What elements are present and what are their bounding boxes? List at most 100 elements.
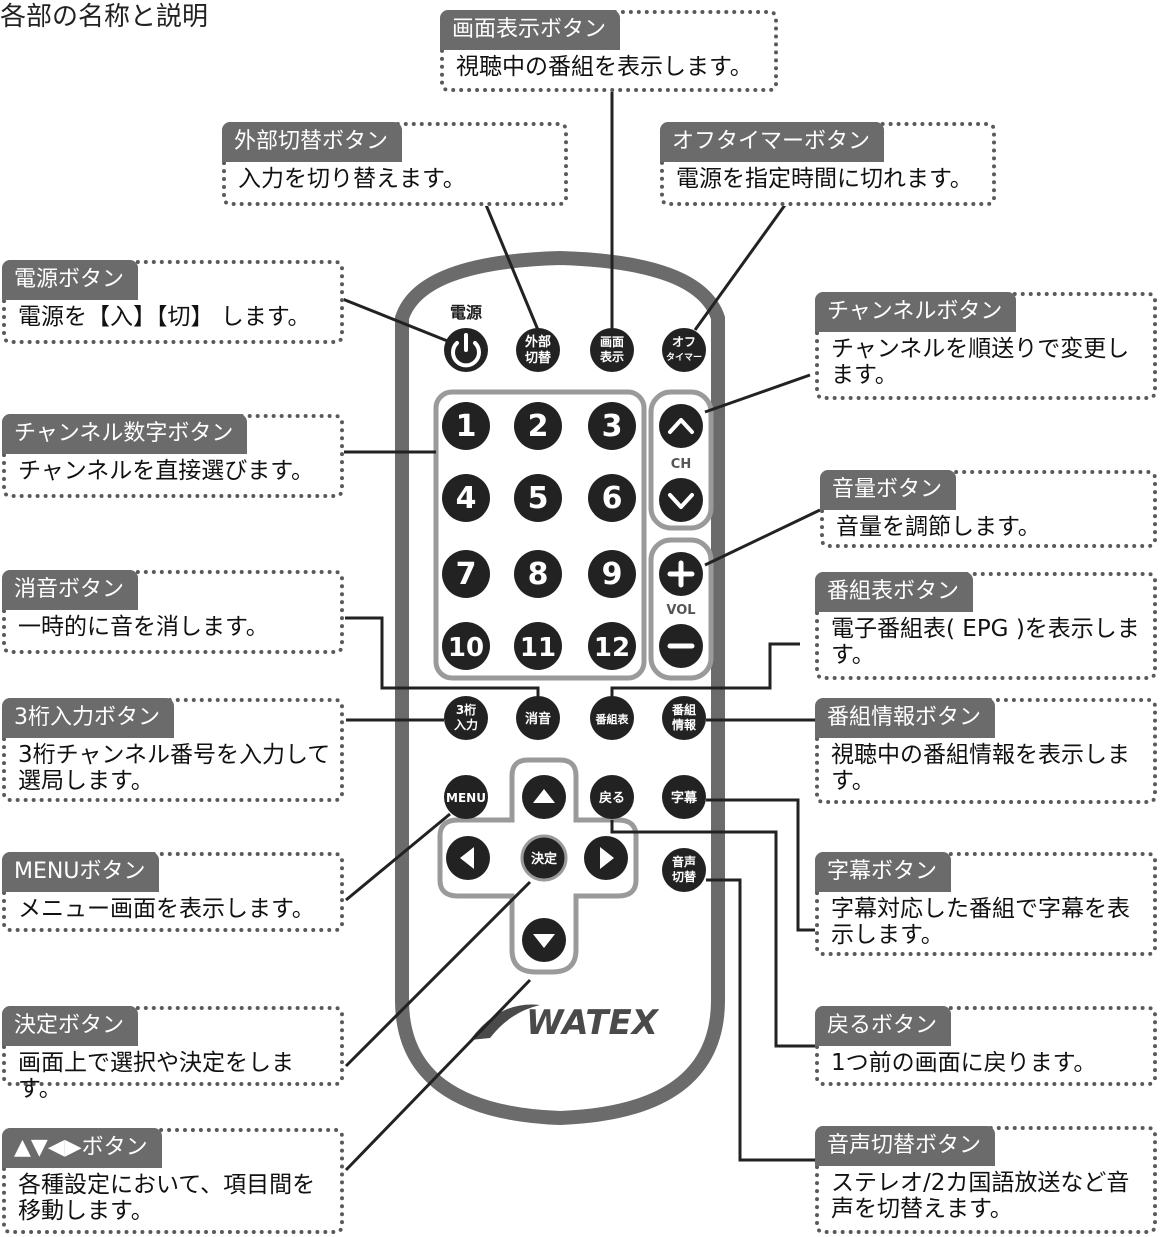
svg-text:2: 2 [528, 409, 549, 444]
callout-epg: 番組表ボタン 電子番組表( EPG )を表示します。 [815, 572, 1157, 680]
leader-lines [339, 90, 821, 1172]
screen-display-button[interactable]: 画面 表示 [590, 328, 634, 372]
svg-text:表示: 表示 [599, 349, 624, 364]
svg-text:音声: 音声 [672, 854, 696, 869]
chevron-down-icon [668, 493, 694, 509]
three-digit-button[interactable]: 3桁 入力 [444, 696, 488, 740]
callout-desc: 視聴中の番組を表示します。 [456, 54, 753, 80]
svg-text:画面: 画面 [600, 335, 624, 349]
callout-title: 決定ボタン [2, 1006, 139, 1046]
power-button[interactable] [444, 328, 488, 372]
callout-desc: 電源を【入】【切】 します。 [18, 304, 311, 330]
off-timer-button[interactable]: オフ タイマー [662, 328, 706, 372]
callout-desc: 字幕対応した番組で字幕を表示します。 [831, 896, 1130, 948]
digit-button-12[interactable]: 12 [588, 622, 636, 670]
svg-text:決定: 決定 [531, 851, 557, 867]
svg-text:WATEX: WATEX [526, 1003, 660, 1043]
digit-button-1[interactable]: 1 [442, 402, 490, 450]
callout-menu: MENUボタン メニュー画面を表示します。 [2, 852, 344, 932]
callout-back: 戻るボタン 1つ前の画面に戻ります。 [815, 1006, 1157, 1086]
callout-title: 消音ボタン [2, 570, 139, 610]
svg-text:外部: 外部 [524, 334, 551, 350]
volume-down-button[interactable] [659, 624, 703, 668]
audio-switch-button[interactable]: 音声 切替 [662, 848, 706, 892]
digit-button-11[interactable]: 11 [514, 622, 562, 670]
callout-desc: ステレオ/2カ国語放送など音声を切替えます。 [831, 1170, 1130, 1222]
callout-title: 字幕ボタン [815, 852, 952, 892]
callout-desc: 画面上で選択や決定をします。 [18, 1050, 294, 1102]
callout-desc: 各種設定において、項目間を移動します。 [18, 1172, 316, 1224]
svg-text:入力: 入力 [454, 717, 478, 732]
volume-up-button[interactable] [659, 552, 703, 596]
svg-text:6: 6 [602, 481, 623, 516]
digit-button-5[interactable]: 5 [514, 474, 562, 522]
digit-button-2[interactable]: 2 [514, 402, 562, 450]
left-button[interactable] [446, 836, 490, 880]
digit-button-7[interactable]: 7 [442, 550, 490, 598]
right-button[interactable] [584, 836, 628, 880]
epg-button[interactable]: 番組表 [590, 696, 634, 740]
digit-button-8[interactable]: 8 [514, 550, 562, 598]
callout-mute: 消音ボタン 一時的に音を消します。 [2, 570, 344, 654]
callout-title: 電源ボタン [2, 260, 139, 300]
svg-text:MENU: MENU [446, 791, 486, 805]
channel-down-button[interactable] [659, 478, 703, 522]
svg-text:5: 5 [528, 481, 549, 516]
callout-desc: メニュー画面を表示します。 [18, 896, 315, 922]
digit-button-4[interactable]: 4 [442, 474, 490, 522]
enter-button[interactable]: 決定 [520, 834, 568, 882]
plus-icon [667, 560, 695, 588]
page-title: 各部の名称と説明 [0, 2, 209, 32]
callout-program-info: 番組情報ボタン 視聴中の番組情報を表示します。 [815, 698, 1157, 804]
number-pad-panel [433, 389, 647, 681]
svg-text:消音: 消音 [525, 711, 551, 727]
callout-off-timer: オフタイマーボタン 電源を指定時間に切れます。 [660, 122, 996, 206]
svg-text:字幕: 字幕 [671, 790, 698, 806]
callout-enter: 決定ボタン 画面上で選択や決定をします。 [2, 1006, 344, 1102]
callout-three-digit: 3桁入力ボタン 3桁チャンネル番号を入力して選局します。 [2, 698, 344, 802]
down-button[interactable] [522, 918, 566, 962]
callout-desc: 一時的に音を消します。 [18, 614, 269, 640]
triangle-left-icon [460, 847, 474, 869]
svg-text:9: 9 [602, 557, 623, 592]
callout-title: 音声切替ボタン [815, 1126, 996, 1166]
svg-text:切替: 切替 [672, 869, 697, 884]
channel-up-button[interactable] [659, 404, 703, 448]
mute-button[interactable]: 消音 [516, 696, 560, 740]
callout-external-switch: 外部切替ボタン 入力を切り替えます。 [222, 122, 568, 206]
subtitle-button[interactable]: 字幕 [662, 775, 706, 819]
menu-button[interactable]: MENU [444, 775, 488, 819]
callout-arrows: ▲▼◀▶ボタン 各種設定において、項目間を移動します。 [2, 1128, 344, 1234]
callout-subtitle: 字幕ボタン 字幕対応した番組で字幕を表示します。 [815, 852, 1157, 956]
svg-text:切替: 切替 [525, 350, 552, 366]
svg-text:1: 1 [456, 409, 477, 444]
callout-channel: チャンネルボタン チャンネルを順送りで変更します。 [815, 292, 1157, 400]
digit-button-10[interactable]: 10 [442, 622, 490, 670]
svg-text:番組: 番組 [671, 702, 696, 717]
external-switch-button[interactable]: 外部 切替 [516, 328, 560, 372]
svg-text:10: 10 [448, 633, 484, 663]
callout-volume: 音量ボタン 音量を調節します。 [820, 470, 1157, 548]
svg-text:3桁: 3桁 [456, 702, 476, 717]
callout-title: 外部切替ボタン [222, 122, 403, 162]
digit-button-6[interactable]: 6 [588, 474, 636, 522]
program-info-button[interactable]: 番組 情報 [662, 696, 706, 740]
callout-title: 戻るボタン [815, 1006, 952, 1046]
callout-title: 画面表示ボタン [440, 10, 621, 50]
callout-desc: 電源を指定時間に切れます。 [676, 166, 973, 192]
callout-title: 3桁入力ボタン [2, 698, 174, 738]
svg-text:12: 12 [594, 633, 630, 663]
callout-title: チャンネル数字ボタン [2, 414, 248, 454]
svg-text:8: 8 [528, 557, 549, 592]
digit-button-9[interactable]: 9 [588, 550, 636, 598]
callout-screen-display: 画面表示ボタン 視聴中の番組を表示します。 [440, 10, 778, 92]
digit-button-3[interactable]: 3 [588, 402, 636, 450]
callout-title: チャンネルボタン [815, 292, 1017, 332]
vol-label: VOL [666, 603, 695, 618]
callout-title: 番組表ボタン [815, 572, 974, 612]
up-button[interactable] [522, 775, 566, 819]
back-button[interactable]: 戻る [590, 775, 634, 819]
power-icon [451, 341, 481, 368]
